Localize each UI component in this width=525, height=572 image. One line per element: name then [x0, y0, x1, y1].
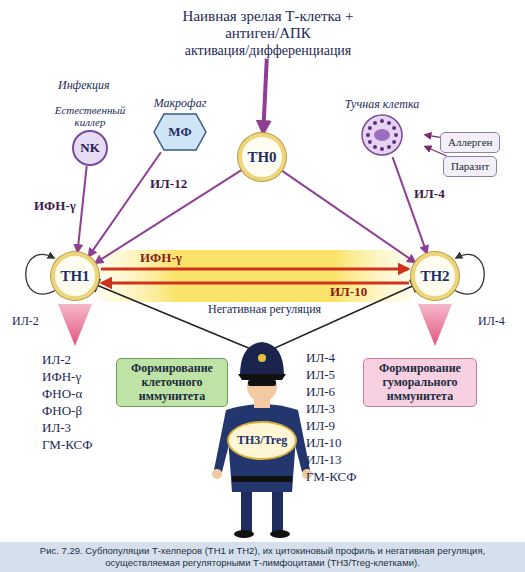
- cytokine-band: [96, 250, 414, 302]
- text-box: Формирование гуморального иммунитета: [363, 358, 477, 407]
- edge-label: ИЛ-12: [150, 176, 187, 192]
- granule: [373, 121, 377, 125]
- connector: [89, 152, 161, 256]
- macrophage-shape: МФ: [152, 112, 208, 152]
- node-text: TH1: [60, 268, 89, 285]
- cytokine-label: ИЛ-4: [306, 350, 335, 366]
- cytokine-label: ИЛ-3: [306, 401, 335, 417]
- granule: [394, 133, 398, 137]
- node-text: Естественный киллер: [44, 104, 136, 128]
- text-box: Аллерген: [440, 132, 500, 153]
- annotation-label: ИЛ-4: [478, 314, 505, 329]
- node-text: МФ: [168, 124, 191, 140]
- mast-cell: Тучная клетка: [339, 98, 425, 157]
- annotation-label: ИЛ-2: [12, 314, 39, 329]
- granule: [368, 126, 372, 130]
- node-text: Формирование клеточного иммунитета: [124, 362, 220, 403]
- granule: [387, 121, 391, 125]
- node-text: Тучная клетка: [339, 98, 425, 111]
- connector: [95, 170, 242, 263]
- cytokine-label: ИЛ-6: [306, 384, 335, 400]
- cytokine-label: ИЛ-3: [42, 420, 71, 436]
- cell-circle: TH2: [411, 252, 459, 300]
- cytokine-label: ГМ-КСФ: [42, 437, 93, 453]
- cytokine-label: ГМ-КСФ: [306, 469, 357, 485]
- text-box: Формирование клеточного иммунитета: [116, 358, 228, 407]
- cell-nucleus: [374, 129, 390, 141]
- title-text-block: Наивная зрелая Т-клетка + антиген/АПКакт…: [163, 8, 373, 59]
- connector: [263, 59, 267, 133]
- annotation-label: Инфекция: [58, 78, 110, 93]
- text-box: Паразит: [443, 156, 497, 177]
- granule: [366, 133, 370, 137]
- connector: [393, 157, 427, 253]
- granule: [380, 119, 384, 123]
- node-text: Формирование гуморального иммунитета: [371, 362, 469, 403]
- edge-label: ИФН-γ: [34, 198, 76, 214]
- nk-cell: Естественный киллерNK: [44, 104, 136, 166]
- connector: [78, 166, 87, 252]
- figure-caption: Рис. 7.29. Субпопуляции Т-хелперов (TH1 …: [0, 542, 525, 572]
- macrophage: МакрофагМФ: [140, 97, 220, 152]
- treg-badge: TH3/Treg: [227, 421, 297, 460]
- cytokine-label: ФНО-β: [42, 403, 82, 419]
- hexagon-path: [154, 114, 206, 150]
- cytokine-label: ИЛ-13: [306, 452, 342, 468]
- connector: [282, 171, 415, 263]
- granule: [373, 145, 377, 149]
- output-arrow: [418, 304, 452, 346]
- mast-cell-icon: [360, 113, 404, 157]
- cytokine-label: ИФН-γ: [42, 369, 81, 385]
- cytokine-label: ФНО-α: [42, 386, 82, 402]
- node-text: Макрофаг: [140, 97, 220, 110]
- cytokine-label: ИЛ-9: [306, 418, 335, 434]
- cytokine-label: ИЛ-5: [306, 367, 335, 383]
- connector: [101, 268, 408, 271]
- edge-label: ИЛ-4: [414, 186, 445, 202]
- granule: [368, 140, 372, 144]
- node-text: TH2: [420, 268, 449, 285]
- granule: [392, 126, 396, 130]
- node-text: Наивная зрелая Т-клетка + антиген/АПК: [163, 8, 373, 43]
- node-text: TH0: [247, 149, 276, 166]
- node-text: Аллерген: [448, 136, 492, 149]
- cell-circle: TH1: [51, 252, 99, 300]
- edge-label: ИЛ-10: [330, 284, 367, 300]
- node-text: TH3/Treg: [237, 433, 287, 448]
- granule: [380, 147, 384, 151]
- connector: [425, 135, 440, 138]
- cytokine-label: ИЛ-2: [42, 352, 71, 368]
- node-text: NK: [80, 140, 100, 156]
- cell-circle: TH0: [238, 133, 286, 181]
- node-text: Паразит: [451, 160, 489, 173]
- granule: [387, 145, 391, 149]
- cytokine-label: ИЛ-10: [306, 435, 342, 451]
- nk-circle: NK: [72, 130, 108, 166]
- output-arrow: [58, 304, 92, 346]
- node-text: активация/дифференциация: [163, 43, 373, 59]
- edge-label: ИФН-γ: [140, 250, 182, 266]
- annotation-label: Негативная регуляция: [208, 302, 321, 317]
- granule: [392, 140, 396, 144]
- cell-body: [362, 115, 402, 155]
